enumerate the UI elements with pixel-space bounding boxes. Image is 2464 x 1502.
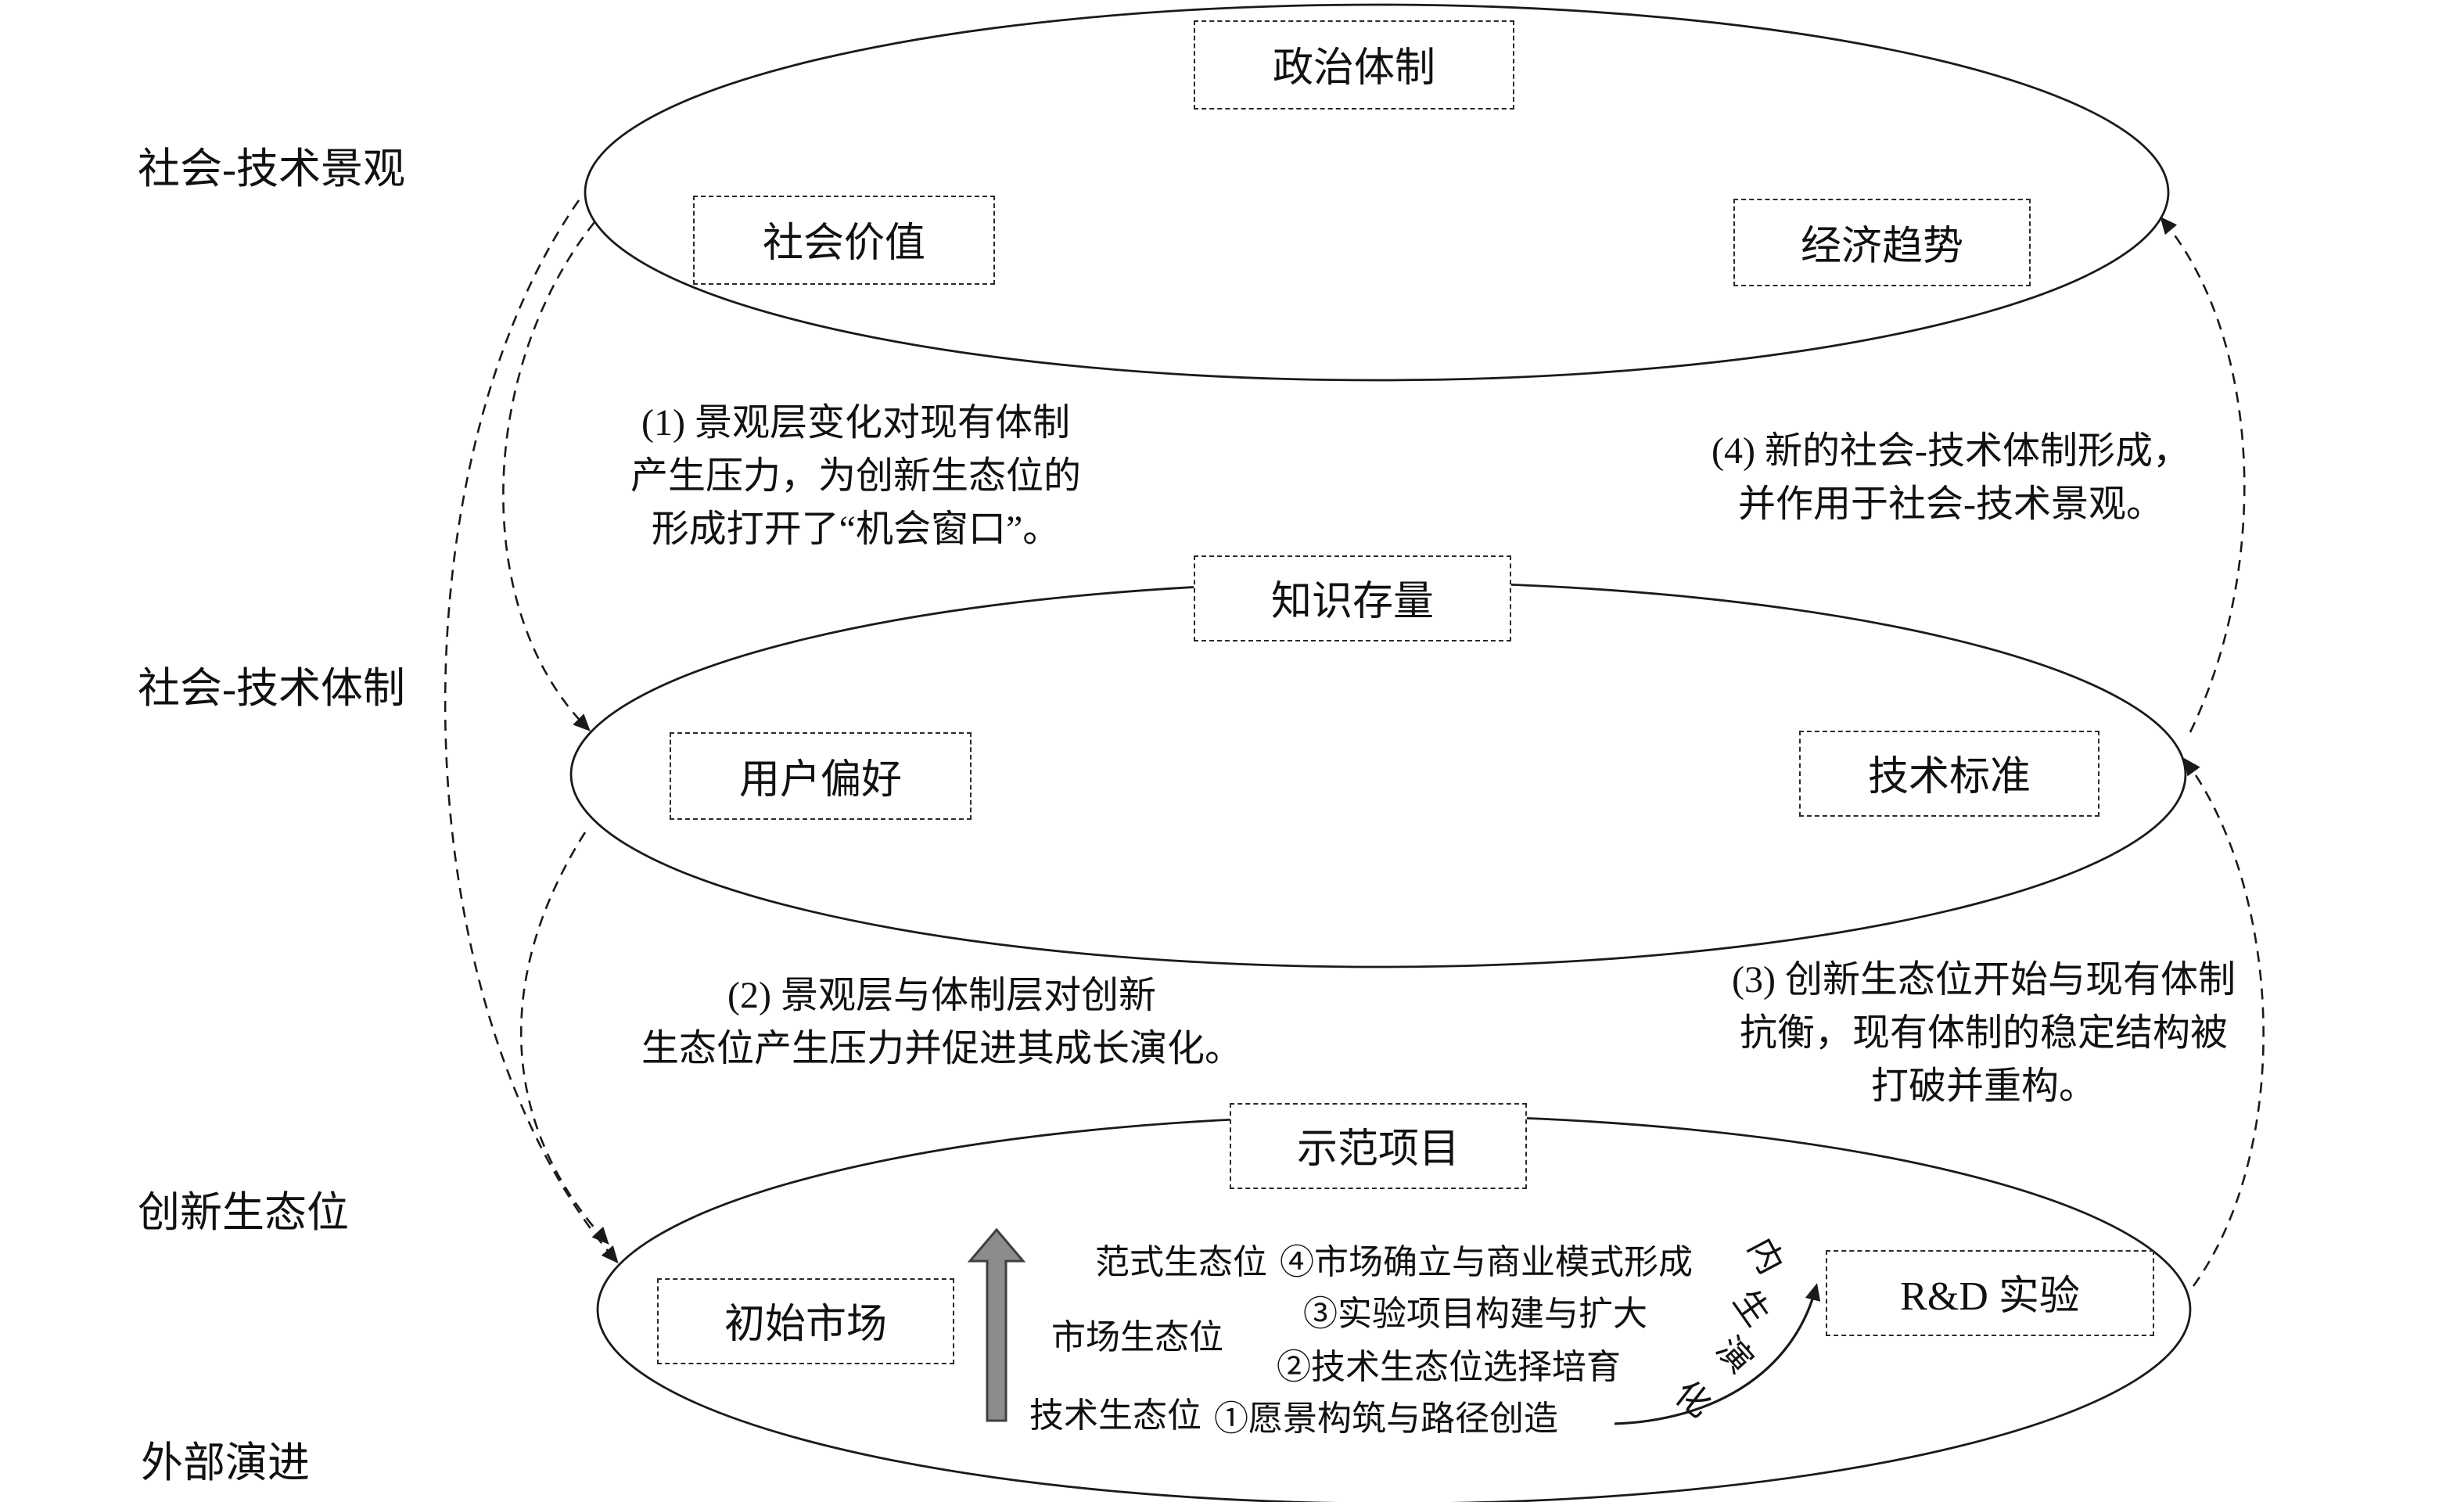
annotation-1-line: (1) 景观层变化对现有体制 [641,404,1070,444]
regime-to-niche-arrow [520,832,609,1245]
niche-step-2: ②技术生态位选择培育 [1277,1347,1622,1386]
box-technical-standards: 技术标准 [1799,731,2099,817]
box-initial-market: 初始市场 [657,1278,954,1364]
annotation-1-line: 形成打开了“机会窗口”。 [651,510,1061,552]
level-label-landscape: 社会-技术景观 [138,146,405,192]
annotation-2: (2) 景观层与体制层对创新 生态位产生压力并促进其成长演化。 [607,970,1277,1076]
annotation-2-line: (2) 景观层与体制层对创新 [727,976,1156,1017]
niche-step-1: ①愿景构筑与路径创造 [1214,1399,1559,1438]
niche-step-3: ③实验项目构建与扩大 [1303,1294,1648,1333]
level-label-regime: 社会-技术体制 [138,665,405,712]
annotation-4: (4) 新的社会-技术体制形成， 并作用于社会-技术景观。 [1661,426,2240,532]
box-economic-trends: 经济趋势 [1733,199,2031,286]
annotation-1: (1) 景观层变化对现有体制 产生压力，为创新生态位的 形成打开了“机会窗口”。 [594,397,1117,557]
annotation-4-line: (4) 新的社会-技术体制形成， [1712,432,2190,473]
regime-to-landscape-arrow [2160,216,2246,733]
box-political-system: 政治体制 [1194,20,1514,110]
box-demonstration-projects: 示范项目 [1230,1103,1527,1189]
box-knowledge-stock: 知识存量 [1194,555,1511,641]
box-user-preferences: 用户偏好 [670,732,972,820]
niche-stage-market: 市场生态位 [1051,1317,1224,1356]
landscape-ellipse [584,3,2170,382]
endogenous-evolution-arrow [1614,1283,1821,1425]
annotation-4-line: 并作用于社会-技术景观。 [1738,485,2164,526]
annotation-3-line: (3) 创新生态位开始与现有体制 [1732,961,2236,1001]
niche-stage-technology: 技术生态位 [1029,1396,1202,1435]
landscape-to-regime-arrow [502,221,596,731]
box-social-values: 社会价值 [693,196,995,285]
niche-step-4: ④市场确立与商业模式形成 [1280,1242,1694,1281]
niche-growth-arrow-icon [967,1227,1026,1422]
external-evolution-label: 外部演进 [141,1439,310,1486]
annotation-3-line: 打破并重构。 [1871,1067,2096,1109]
annotation-3-line: 抗衡，现有体制的稳定结构被 [1740,1014,2228,1055]
niche-stage-paradigm: 范式生态位 [1095,1242,1268,1281]
level-label-niche: 创新生态位 [138,1189,349,1236]
annotation-2-line: 生态位产生压力并促进其成长演化。 [641,1029,1242,1071]
box-rd-experiments: R&D 实验 [1826,1250,2154,1336]
landscape-to-niche-arrow [444,199,619,1264]
annotation-3: (3) 创新生态位开始与现有体制 抗衡，现有体制的稳定结构被 打破并重构。 [1693,954,2275,1114]
annotation-1-line: 产生压力，为创新生态位的 [630,457,1081,498]
